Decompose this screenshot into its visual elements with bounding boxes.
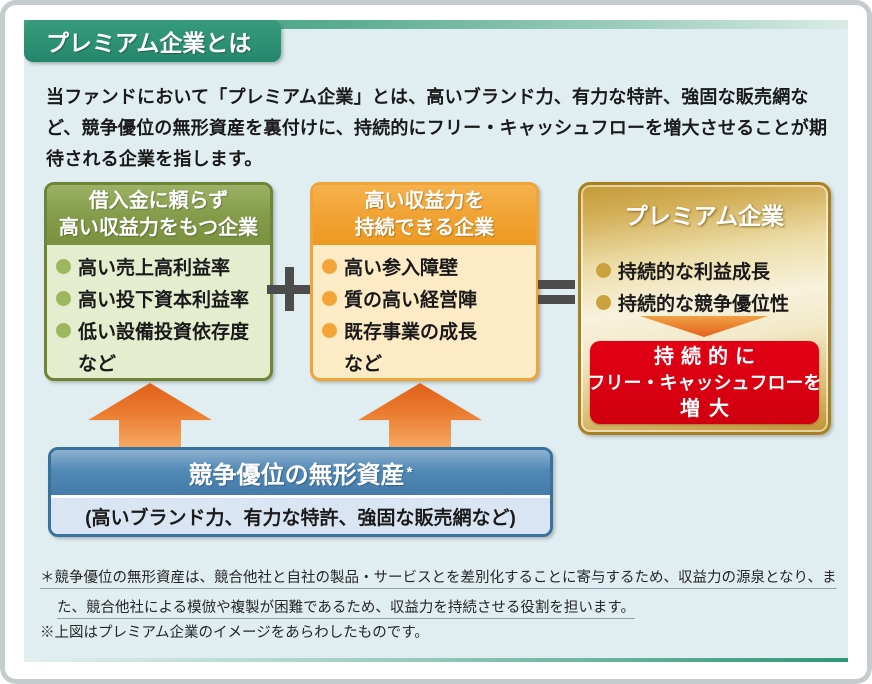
middle-factor-box: 高い収益力を 持続できる企業 高い参入障壁 質の高い経営陣 既存事業の成長 など bbox=[310, 182, 539, 381]
footnote-text: 上図はプレミアム企業のイメージをあらわしたものです。 bbox=[54, 625, 429, 641]
premium-box-header: プレミアム企業 bbox=[581, 185, 828, 243]
footer-stripe-bar bbox=[24, 658, 848, 662]
intangible-asset-examples: (高いブランド力、有力な特許、強固な販売網など) bbox=[51, 495, 550, 534]
plus-icon bbox=[267, 267, 311, 311]
list-item: 既存事業の成長 bbox=[313, 314, 536, 346]
left-factor-box-body: 高い売上高利益率 高い投下資本利益率 低い設備投資依存度 など bbox=[47, 250, 270, 378]
footnote-note: ※上図はプレミアム企業のイメージをあらわしたものです。 bbox=[40, 621, 846, 645]
intangible-asset-title: 競争優位の無形資産 bbox=[188, 462, 405, 489]
middle-factor-box-body: 高い参入障壁 質の高い経営陣 既存事業の成長 など bbox=[313, 250, 536, 378]
list-item: 持続的な利益成長 bbox=[587, 254, 822, 286]
etc-label: など bbox=[344, 353, 383, 375]
bullet-icon bbox=[56, 322, 71, 338]
intro-paragraph: 当ファンドにおいて「プレミアム企業」とは、高いブランド力、有力な特許、強固な販売… bbox=[46, 87, 828, 169]
middle-factor-title-line1: 高い収益力を bbox=[364, 190, 485, 212]
asterisk-mark: * bbox=[406, 464, 413, 481]
list-item: 高い売上高利益率 bbox=[47, 250, 270, 282]
middle-factor-title-line2: 持続できる企業 bbox=[354, 217, 495, 239]
list-item: 高い参入障壁 bbox=[313, 250, 536, 282]
left-factor-box: 借入金に頼らず 高い収益力をもつ企業 高い売上高利益率 高い投下資本利益率 低い… bbox=[44, 182, 273, 381]
left-factor-box-header: 借入金に頼らず 高い収益力をもつ企業 bbox=[47, 185, 270, 245]
highlight-line3: 増大 bbox=[680, 397, 738, 420]
header-stripe-bar bbox=[24, 20, 848, 29]
list-item-label: 高い参入障壁 bbox=[344, 257, 459, 279]
list-item-label: 高い投下資本利益率 bbox=[78, 289, 250, 311]
list-item-etc: など bbox=[47, 346, 270, 378]
etc-label: など bbox=[78, 353, 117, 375]
premium-box-body: 持続的な利益成長 持続的な競争優位性 bbox=[587, 249, 822, 318]
highlight-line2: フリー・キャッシュフローを bbox=[587, 372, 822, 393]
bullet-icon bbox=[56, 290, 71, 306]
section-title: プレミアム企業とは bbox=[46, 30, 252, 56]
highlight-line1: 持続的に bbox=[654, 345, 762, 368]
bullet-icon bbox=[322, 258, 337, 274]
left-factor-title-line1: 借入金に頼らず bbox=[88, 190, 229, 212]
list-item: 高い投下資本利益率 bbox=[47, 282, 270, 314]
left-factor-title-line2: 高い収益力をもつ企業 bbox=[58, 217, 259, 239]
list-item: 質の高い経営陣 bbox=[313, 282, 536, 314]
middle-factor-box-header: 高い収益力を 持続できる企業 bbox=[313, 185, 536, 245]
intangible-asset-box: 競争優位の無形資産* (高いブランド力、有力な特許、強固な販売網など) bbox=[48, 447, 553, 537]
list-item-etc: など bbox=[313, 346, 536, 378]
cashflow-highlight-box: 持続的に フリー・キャッシュフローを 増大 bbox=[587, 341, 822, 424]
footnote-marker: ＊ bbox=[40, 570, 55, 586]
list-item: 低い設備投資依存度 bbox=[47, 314, 270, 346]
intangible-asset-examples-text: (高いブランド力、有力な特許、強固な販売網など) bbox=[85, 507, 516, 529]
section-title-tab: プレミアム企業とは bbox=[24, 20, 281, 62]
bullet-icon bbox=[596, 294, 611, 310]
list-item: 持続的な競争優位性 bbox=[587, 286, 822, 318]
equals-icon bbox=[538, 280, 575, 304]
down-arrow-icon bbox=[640, 316, 768, 337]
bullet-icon bbox=[56, 258, 71, 274]
premium-result-box: プレミアム企業 持続的な利益成長 持続的な競争優位性 持続的に フリー・キャッシ… bbox=[578, 182, 831, 435]
footnote-marker: ※ bbox=[40, 625, 55, 641]
bullet-icon bbox=[322, 322, 337, 338]
footnote-asterisk: ＊競争優位の無形資産は、競合他社と自社の製品・サービスとを差別化することに寄与す… bbox=[40, 563, 863, 623]
bullet-icon bbox=[596, 262, 611, 278]
list-item-label: 質の高い経営陣 bbox=[344, 289, 478, 311]
intangible-asset-header: 競争優位の無形資産* bbox=[51, 450, 550, 495]
list-item-label: 高い売上高利益率 bbox=[78, 257, 231, 279]
bullet-icon bbox=[322, 290, 337, 306]
list-item-label: 低い設備投資依存度 bbox=[78, 321, 250, 343]
list-item-label: 持続的な利益成長 bbox=[618, 261, 771, 283]
footnote-text: 競争優位の無形資産は、競合他社と自社の製品・サービスとを差別化することに寄与する… bbox=[54, 570, 837, 616]
list-item-label: 持続的な競争優位性 bbox=[618, 293, 790, 315]
list-item-label: 既存事業の成長 bbox=[344, 321, 478, 343]
premium-box-title: プレミアム企業 bbox=[624, 203, 785, 229]
